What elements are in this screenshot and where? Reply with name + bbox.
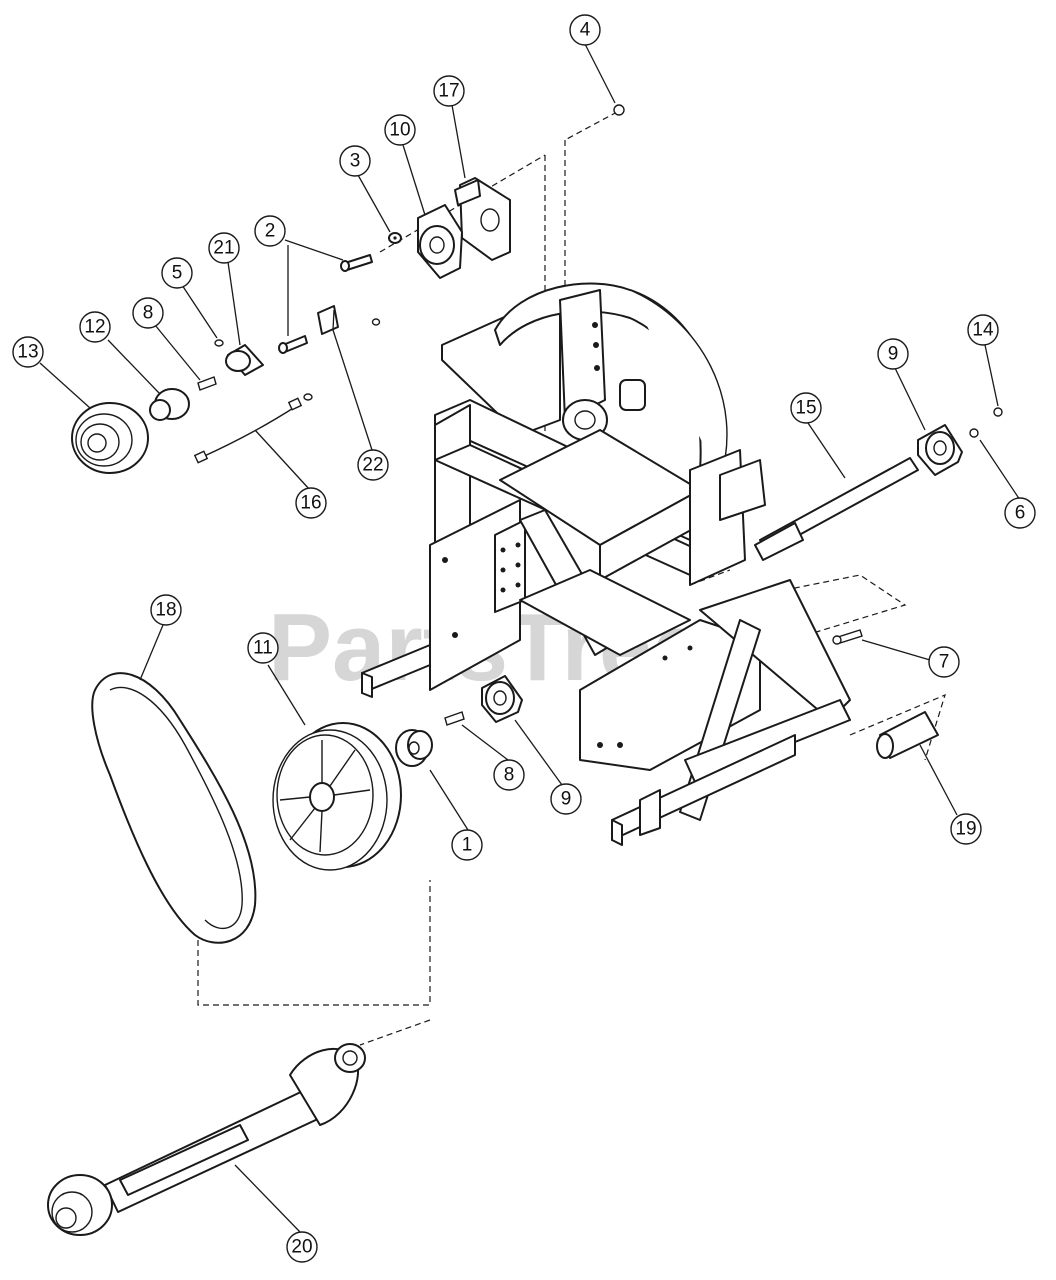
callout-9-lower: 9 bbox=[550, 783, 582, 815]
svg-text:5: 5 bbox=[172, 263, 183, 284]
callout-12: 12 bbox=[79, 311, 111, 343]
part-4-nut bbox=[613, 104, 625, 116]
callout-7: 7 bbox=[928, 646, 960, 678]
svg-text:16: 16 bbox=[300, 493, 321, 514]
callout-1: 1 bbox=[451, 829, 483, 861]
callout-13: 13 bbox=[12, 336, 44, 368]
callout-2: 2 bbox=[254, 215, 286, 247]
svg-text:9: 9 bbox=[561, 789, 572, 810]
callout-4: 4 bbox=[569, 14, 601, 46]
svg-text:20: 20 bbox=[291, 1237, 312, 1258]
svg-text:19: 19 bbox=[955, 819, 976, 840]
part-19-tube bbox=[876, 711, 939, 759]
callout-8-upper: 8 bbox=[132, 297, 164, 329]
svg-text:7: 7 bbox=[939, 652, 950, 673]
part-16-cable bbox=[193, 393, 313, 464]
part-9-bearing-lower bbox=[481, 675, 523, 723]
callouts: 4 17 10 3 2 21 5 8 12 13 16 22 9 14 15 6… bbox=[12, 14, 1036, 1263]
svg-text:10: 10 bbox=[389, 120, 410, 141]
callout-17: 18 bbox=[150, 594, 182, 626]
svg-text:4: 4 bbox=[580, 20, 591, 41]
part-22-clip bbox=[317, 305, 381, 335]
svg-text:21: 21 bbox=[213, 238, 234, 259]
part-11-large-pulley bbox=[272, 722, 402, 871]
callout-9-right: 9 bbox=[877, 338, 909, 370]
part-3-washer bbox=[388, 232, 402, 244]
svg-text:8: 8 bbox=[504, 765, 515, 786]
svg-text:8: 8 bbox=[143, 303, 154, 324]
part-8-key-upper bbox=[197, 376, 217, 391]
callout-3: 3 bbox=[339, 145, 371, 177]
part-18-bracket bbox=[454, 177, 511, 261]
part-14-nut bbox=[993, 407, 1003, 417]
svg-text:12: 12 bbox=[84, 317, 105, 338]
svg-text:22: 22 bbox=[362, 455, 383, 476]
callout-5: 5 bbox=[161, 257, 193, 289]
svg-text:11: 11 bbox=[253, 638, 273, 659]
part-2-bolt-upper bbox=[340, 254, 373, 272]
callout-18: 17 bbox=[433, 75, 465, 107]
part-7-bolt bbox=[832, 629, 863, 645]
part-9-bearing-right bbox=[917, 424, 963, 476]
callout-15: 15 bbox=[790, 392, 822, 424]
part-2-bolt-lower bbox=[278, 335, 308, 354]
part-1-hub bbox=[395, 729, 433, 767]
leader-lines bbox=[39, 43, 1021, 1233]
callout-14: 14 bbox=[967, 314, 999, 346]
part-20-pto-shaft bbox=[47, 1043, 366, 1236]
svg-text:2: 2 bbox=[265, 221, 276, 242]
svg-text:3: 3 bbox=[350, 151, 361, 172]
callout-20: 20 bbox=[286, 1231, 318, 1263]
svg-text:6: 6 bbox=[1015, 503, 1026, 524]
part-15-shaft bbox=[754, 457, 919, 561]
svg-text:1: 1 bbox=[462, 835, 473, 856]
part-10-flange-bearing bbox=[417, 204, 463, 279]
part-21-sleeve bbox=[225, 344, 264, 376]
callout-16: 16 bbox=[295, 487, 327, 519]
part-13-small-pulley bbox=[71, 402, 149, 474]
callout-10: 10 bbox=[384, 114, 416, 146]
callout-22: 22 bbox=[357, 449, 389, 481]
svg-text:15: 15 bbox=[795, 398, 816, 419]
svg-text:9: 9 bbox=[888, 344, 899, 365]
part-8-key-lower bbox=[444, 711, 465, 726]
part-6-washer bbox=[969, 428, 979, 438]
svg-text:13: 13 bbox=[17, 342, 38, 363]
callout-6: 6 bbox=[1004, 497, 1036, 529]
callout-21: 21 bbox=[208, 232, 240, 264]
svg-text:14: 14 bbox=[972, 320, 994, 341]
part-17-belt bbox=[91, 672, 257, 944]
part-12-hub bbox=[149, 388, 190, 421]
callout-11: 11 bbox=[247, 632, 279, 664]
svg-text:18: 18 bbox=[155, 600, 176, 621]
part-5-set-screw bbox=[214, 339, 224, 347]
callout-8-lower: 8 bbox=[493, 759, 525, 791]
frame-assembly bbox=[361, 282, 851, 846]
callout-19: 19 bbox=[950, 813, 982, 845]
svg-text:17: 17 bbox=[438, 81, 459, 102]
